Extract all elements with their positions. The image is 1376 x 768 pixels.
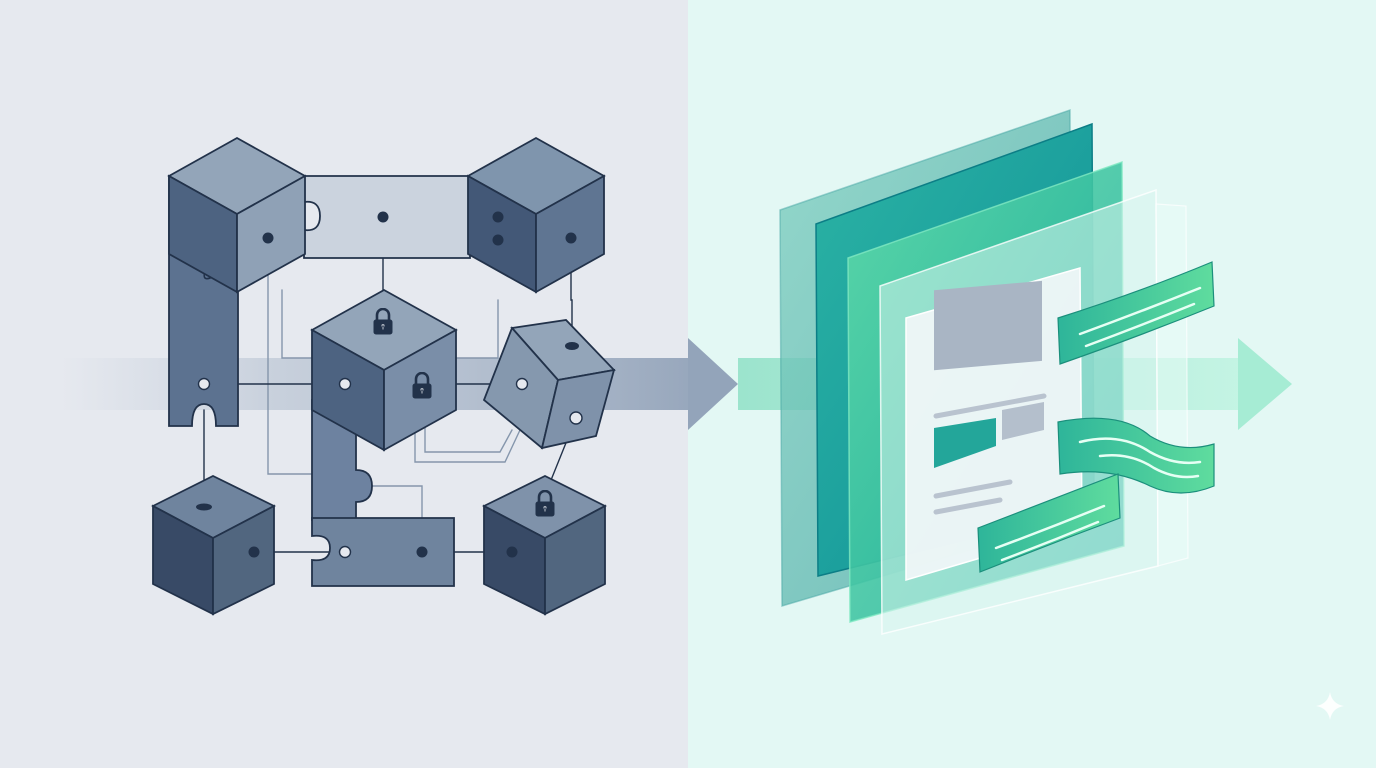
highlight-chip <box>934 418 996 468</box>
puzzle-bar-bottom <box>311 517 455 587</box>
cube-bottom-right <box>482 474 607 616</box>
structured-layer-stack <box>779 108 1215 635</box>
extracted-tag-top <box>1057 261 1215 365</box>
extracted-tag-middle <box>1057 417 1215 494</box>
cube-bottom-left <box>151 474 276 616</box>
image-placeholder <box>934 280 1042 371</box>
extracted-tag-bottom <box>977 473 1121 573</box>
placeholder-chip <box>1002 402 1044 440</box>
cube-top-right <box>466 136 606 294</box>
document-card <box>905 267 1083 582</box>
text-placeholder-lines <box>933 393 1047 515</box>
sparkle-icon <box>1316 692 1344 720</box>
connector-lines <box>267 237 521 553</box>
tangled-cube-network <box>151 136 616 616</box>
connector-nodes <box>196 211 583 559</box>
puzzle-column-center <box>311 399 373 521</box>
